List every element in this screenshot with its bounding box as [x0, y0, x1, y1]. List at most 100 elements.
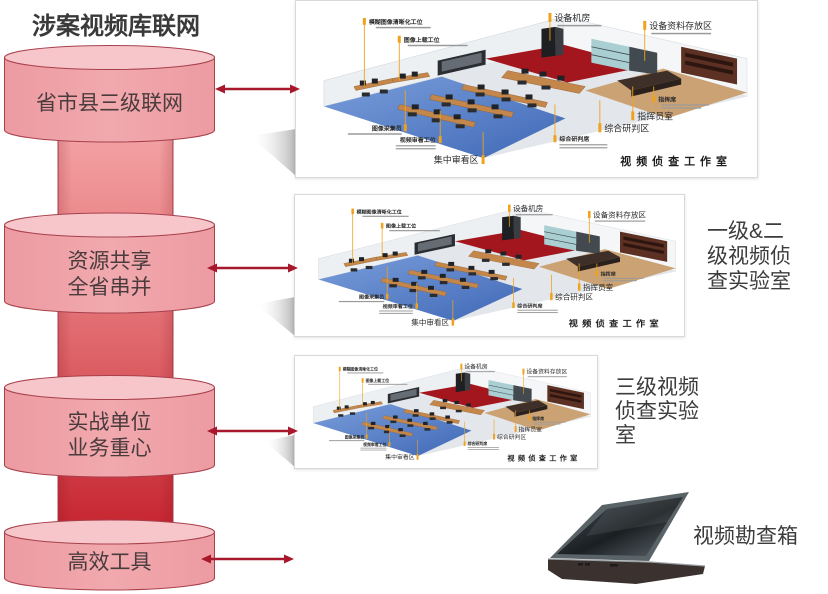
- svg-text:模糊图像清晰化工位: 模糊图像清晰化工位: [356, 208, 401, 215]
- floorplan-image-level12: 模糊图像清晰化工位 图像上载工位 设备机房 设备资料存放区 图像采集员: [294, 194, 685, 337]
- floorplan-label: 视频审看工位: [395, 110, 442, 150]
- tier-label-1: 省市县三级联网: [4, 91, 215, 117]
- label-line: 三级视频: [615, 376, 699, 399]
- floorplan-label: 图像上载工位: [380, 223, 440, 259]
- svg-text:图像采集员: 图像采集员: [359, 294, 384, 301]
- floorplan-label: 图像采集员: [338, 266, 389, 303]
- svg-text:图像上载工位: 图像上载工位: [404, 36, 440, 44]
- document-cabinet: [681, 46, 738, 85]
- svg-text:设备机房: 设备机房: [554, 12, 590, 24]
- label-line: 级视频侦: [707, 245, 791, 268]
- svg-text:设备资料存放区: 设备资料存放区: [526, 368, 567, 376]
- svg-text:指挥席: 指挥席: [601, 271, 616, 278]
- laptop-button: [578, 563, 583, 566]
- floorplan-label: 综合研判席: [512, 277, 558, 314]
- floor-server-area: [454, 230, 590, 261]
- floorplan-label: 设备机房: [548, 12, 602, 41]
- svg-text:综合研判区: 综合研判区: [555, 293, 593, 302]
- tier-label-line: 高效工具: [67, 551, 152, 574]
- floorplan-label: 模糊图像清晰化工位: [351, 208, 409, 264]
- floorplan-label: 综合研判区: [598, 100, 649, 134]
- floorplan-label: 模糊图像清晰化工位: [362, 18, 431, 87]
- svg-text:设备资料存放区: 设备资料存放区: [649, 20, 712, 32]
- tier-cylinder-4: [4, 519, 215, 591]
- tier-label-line: 全省串并: [67, 276, 152, 299]
- floorplan-footer-title: 视频侦查工作室: [569, 318, 663, 330]
- floorplan-label: 图像上载工位: [361, 378, 408, 407]
- label-line: 侦查实验: [615, 400, 699, 423]
- workstation-desks: [353, 68, 586, 129]
- svg-text:图像上载工位: 图像上载工位: [386, 223, 416, 230]
- video-wall: [414, 234, 455, 255]
- document-cabinet: [547, 385, 584, 410]
- svg-text:综合研判区: 综合研判区: [497, 433, 527, 441]
- command-desk: [617, 70, 682, 97]
- tier-label-line: 资源共享: [67, 250, 152, 273]
- floorplan-label: 指挥员室: [577, 263, 613, 292]
- document-cabinet: [620, 231, 668, 262]
- floorplan-label: 图像采集员: [328, 412, 368, 442]
- floorplan-footer-title: 视频侦查工作室: [620, 154, 732, 168]
- svg-text:指挥席: 指挥席: [532, 416, 544, 421]
- svg-text:指挥员室: 指挥员室: [519, 425, 543, 433]
- svg-text:指挥员室: 指挥员室: [583, 283, 613, 292]
- equipment-shelves: [488, 380, 532, 403]
- laptop-button: [585, 563, 590, 566]
- svg-text:视频审看工位: 视频审看工位: [383, 303, 413, 310]
- tier-label-3: 实战单位 业务重心: [4, 410, 215, 462]
- svg-text:设备机房: 设备机房: [464, 363, 488, 371]
- svg-text:图像上载工位: 图像上载工位: [366, 378, 390, 383]
- tier-label-line: 省市县三级联网: [36, 92, 183, 115]
- floor-server-area: [419, 383, 524, 408]
- laptop-screen-glare: [586, 497, 683, 536]
- floorplan-label: 图像采集员: [347, 90, 407, 135]
- svg-text:综合研判区: 综合研判区: [604, 122, 649, 134]
- svg-text:综合研判席: 综合研判席: [517, 302, 542, 309]
- field-kit-label: 视频勘查箱: [693, 525, 798, 548]
- svg-text:设备机房: 设备机房: [513, 204, 543, 213]
- floor-server-area: [485, 44, 646, 83]
- floorplan-label: 模糊图像清晰化工位: [338, 367, 384, 411]
- floorplan-label: 综合研判区: [493, 419, 527, 441]
- svg-text:模糊图像清晰化工位: 模糊图像清晰化工位: [343, 367, 378, 372]
- floorplan-label: 集中审看区: [434, 132, 485, 166]
- frame-shadow-2: [256, 297, 295, 336]
- floorplan-label: 指挥员室: [514, 410, 543, 433]
- floorplan-footer-title: 视频侦查工作室: [507, 454, 580, 463]
- svg-text:图像采集员: 图像采集员: [345, 434, 365, 439]
- floorplan-label: 图像上载工位: [397, 36, 468, 81]
- floorplan-label: 集中审看区: [411, 300, 455, 327]
- svg-text:设备资料存放区: 设备资料存放区: [593, 211, 646, 220]
- floorplan-image-level3: 模糊图像清晰化工位 图像上载工位 设备机房 设备资料存放区 图像采集员: [294, 355, 598, 469]
- floorplan-label: 指挥席: [528, 410, 566, 425]
- workstation-desks: [332, 399, 485, 437]
- connecting-pillar: [57, 124, 174, 546]
- floorplan-label: 综合研判席: [553, 104, 608, 149]
- floorplan-label: 设备资料存放区: [588, 211, 646, 243]
- command-desk: [566, 250, 621, 272]
- label-line: 查实验室: [707, 270, 791, 293]
- svg-text:综合研判席: 综合研判席: [559, 135, 589, 143]
- laptop-icon: [547, 492, 706, 584]
- level12-lab-label: 一级&二 级视频侦 查实验室: [707, 219, 791, 294]
- floorplan-label: 设备资料存放区: [643, 20, 712, 61]
- label-line: 室: [615, 424, 636, 447]
- laptop-base-edge: [547, 558, 706, 567]
- floorplan-diagram: 模糊图像清晰化工位 图像上载工位 设备机房 设备资料存放区 图像采集员: [323, 12, 748, 168]
- floorplan-diagram: 模糊图像清晰化工位 图像上载工位 设备机房 设备资料存放区 图像采集员: [318, 204, 676, 330]
- floorplan-label: 设备机房: [460, 363, 496, 382]
- floorplan-label: 综合研判区: [550, 274, 593, 302]
- equipment-shelves: [591, 38, 658, 75]
- svg-text:综合研判席: 综合研判席: [468, 441, 488, 446]
- floorplan-label: 集中审看区: [385, 439, 419, 461]
- floorplan-label: 指挥席: [595, 263, 644, 282]
- level3-lab-label: 三级视频 侦查实验 室: [615, 376, 699, 448]
- laptop-base: [548, 559, 705, 584]
- svg-text:模糊图像清晰化工位: 模糊图像清晰化工位: [369, 18, 423, 26]
- server-rack: [455, 372, 471, 393]
- floorplan-label: 综合研判席: [463, 421, 499, 450]
- video-wall: [387, 387, 420, 404]
- svg-text:集中审看区: 集中审看区: [434, 154, 479, 166]
- floorplan-label: 视频审看工位: [379, 282, 418, 314]
- svg-text:视频审看工位: 视频审看工位: [363, 442, 387, 447]
